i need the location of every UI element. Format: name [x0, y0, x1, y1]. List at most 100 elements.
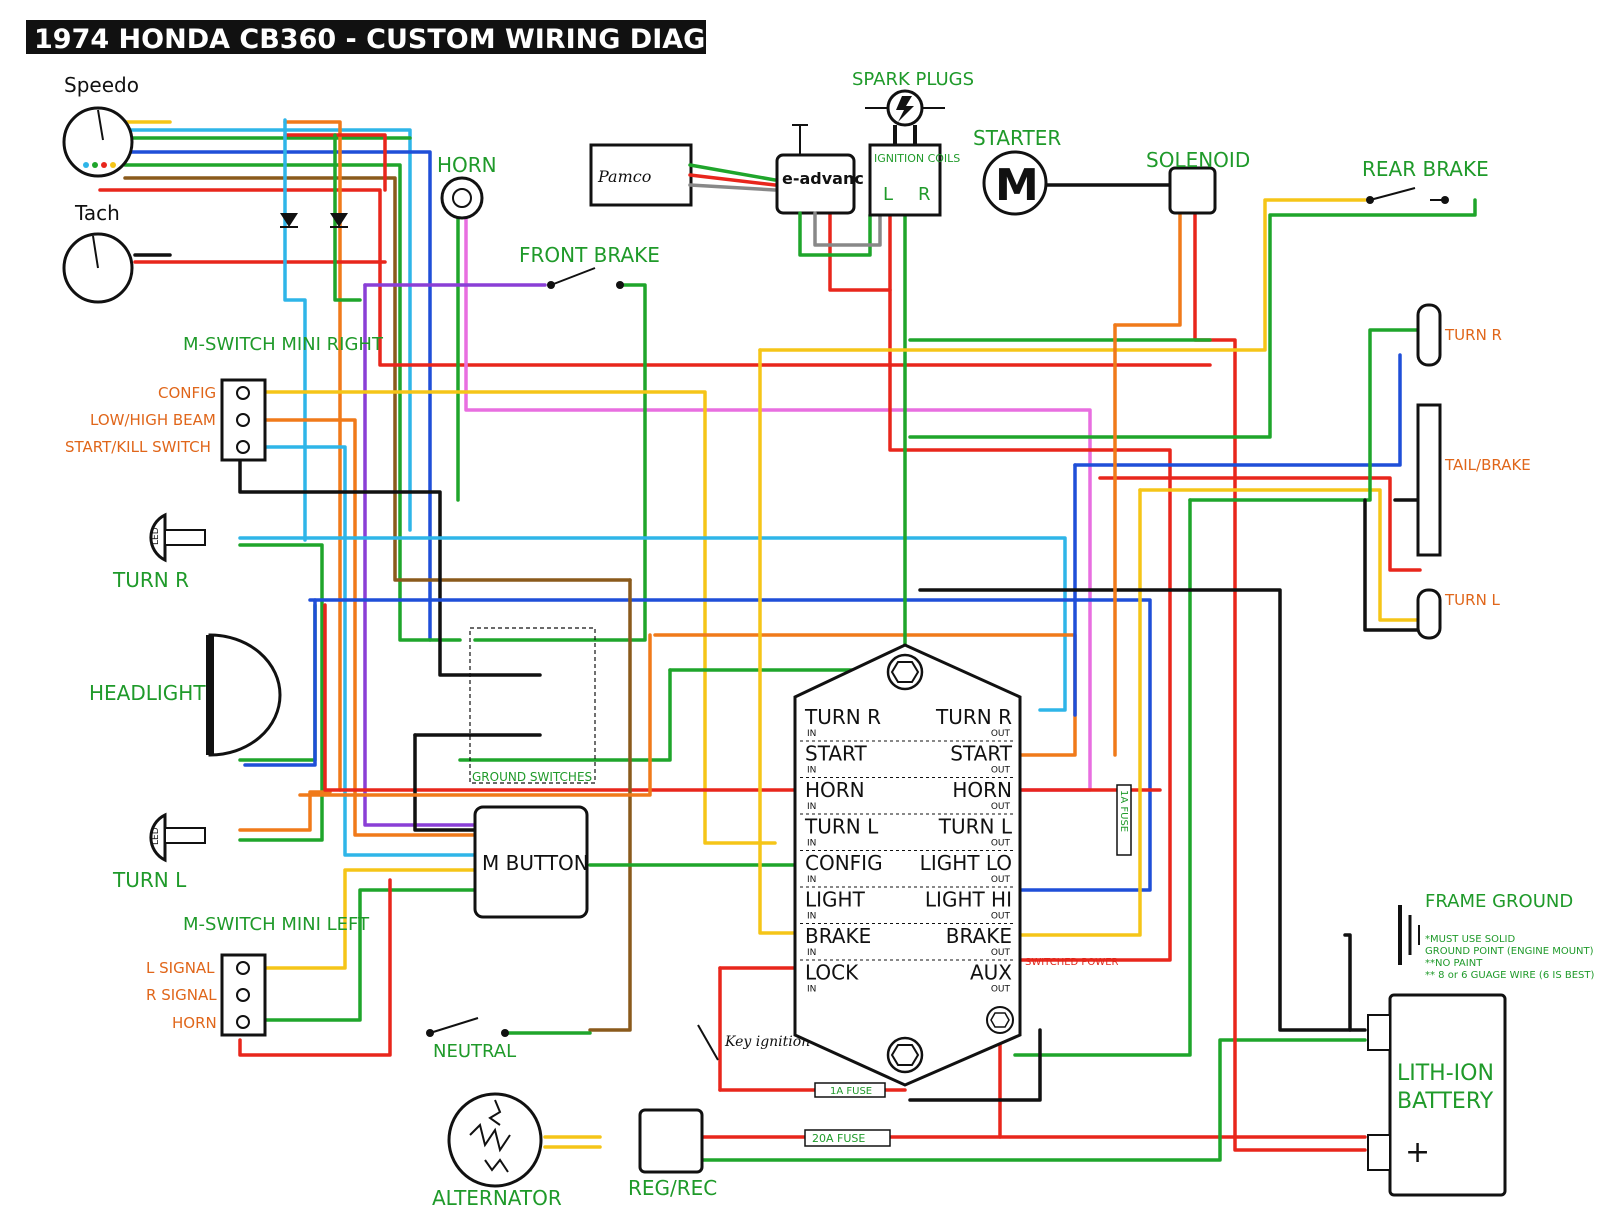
m-unit-in-tag: IN: [807, 948, 816, 958]
m-unit-in-label: LOCK: [805, 961, 859, 985]
m-unit-in-tag: IN: [807, 802, 816, 812]
m-button-label: M BUTTON: [482, 851, 589, 875]
frame-ground-note-1: *MUST USE SOLID: [1425, 934, 1515, 945]
m-unit-out-tag: OUT: [991, 766, 1011, 776]
starter-glyph: M: [995, 160, 1039, 211]
m-unit-in-label: CONFIG: [805, 851, 883, 875]
m-button-box: [473, 805, 589, 919]
horn-label: HORN: [437, 153, 497, 177]
m-switch-right-title: M-SWITCH MINI RIGHT: [183, 334, 384, 355]
m-unit-in-label: START: [805, 742, 867, 766]
m-unit-in-tag: IN: [807, 985, 816, 995]
alternator-icon: [447, 1092, 543, 1188]
e-advance-label: e-advanc: [782, 169, 864, 188]
m-unit: [793, 643, 1022, 1087]
speedo-gauge: [62, 106, 134, 178]
tail-brake-label: TAIL/BRAKE: [1444, 456, 1531, 474]
m-unit-out-label: TURN L: [938, 815, 1013, 839]
m-switch-left-box: [220, 953, 267, 1037]
m-switch-left-row-r-signal: R SIGNAL: [146, 986, 217, 1004]
starter-label: STARTER: [973, 126, 1061, 150]
m-unit-out-label: LIGHT LO: [920, 851, 1012, 875]
led-label: LED: [151, 527, 161, 545]
m-switch-left-row-horn: HORN: [172, 1014, 217, 1032]
m-unit-out-tag: OUT: [991, 948, 1011, 958]
pamco-label: Pamco: [597, 167, 651, 186]
turn-l-front-light: LED: [149, 812, 206, 863]
m-switch-left-row-l-signal: L SIGNAL: [146, 959, 215, 977]
m-switch-right-row-beam: LOW/HIGH BEAM: [90, 411, 216, 429]
m-unit-in-label: TURN L: [804, 815, 879, 839]
switched-power-label: SWITCHED POWER: [1025, 957, 1119, 968]
fuse-1a-horizontal-label: 1A FUSE: [830, 1086, 872, 1097]
spark-plug-icon: [865, 89, 945, 145]
turn-r-rear-light: [1416, 303, 1442, 367]
turn-r-front-label: TURN R: [112, 568, 189, 592]
title-bar: [26, 20, 706, 54]
m-unit-out-label: HORN: [952, 778, 1012, 802]
led-label: LED: [151, 827, 161, 845]
frame-ground-title: FRAME GROUND: [1425, 891, 1573, 912]
tach-label: Tach: [74, 201, 120, 225]
ground-switches-label: GROUND SWITCHES: [472, 770, 592, 784]
diode-icon: [280, 213, 348, 228]
m-unit-in-tag: IN: [807, 766, 816, 776]
spark-plugs-label: SPARK PLUGS: [852, 69, 974, 90]
m-unit-out-tag: OUT: [991, 802, 1011, 812]
tail-brake-light: [1416, 403, 1442, 557]
turn-l-front-label: TURN L: [112, 868, 187, 892]
page-title: 1974 HONDA CB360 - CUSTOM WIRING DIAGRAM: [34, 24, 774, 55]
m-unit-in-label: HORN: [805, 778, 865, 802]
wire-layer: [98, 118, 1477, 1162]
m-unit-in-label: BRAKE: [805, 924, 871, 948]
m-unit-in-label: TURN R: [804, 705, 881, 729]
m-switch-left-title: M-SWITCH MINI LEFT: [183, 914, 370, 935]
turn-l-rear-label: TURN L: [1444, 591, 1501, 609]
m-unit-out-label: TURN R: [935, 705, 1012, 729]
tach-gauge: [62, 232, 134, 304]
rear-brake-label: REAR BRAKE: [1362, 157, 1489, 181]
turn-l-rear-light: [1416, 588, 1442, 640]
m-unit-out-label: AUX: [970, 961, 1012, 985]
m-unit-out-tag: OUT: [991, 912, 1011, 922]
m-switch-right-title-text: M-SWITCH MINI RIGHT: [183, 334, 384, 355]
solenoid-box: [1168, 166, 1217, 215]
m-unit-out-tag: OUT: [991, 875, 1011, 885]
fuse-20a: [804, 1129, 891, 1147]
m-switch-right-row-config: CONFIG: [158, 384, 216, 402]
coil-left-label: L: [883, 184, 893, 205]
solenoid-label: SOLENOID: [1146, 148, 1250, 172]
front-brake-switch: [547, 267, 624, 289]
m-unit-out-tag: OUT: [991, 839, 1011, 849]
m-unit-out-label: START: [950, 742, 1012, 766]
neutral-label: NEUTRAL: [433, 1041, 516, 1062]
m-unit-out-tag: OUT: [991, 729, 1011, 739]
headlight-label: HEADLIGHT: [89, 681, 206, 705]
speedo-label: Speedo: [64, 73, 139, 97]
fuse-1a-vertical: [1116, 784, 1132, 856]
key-ignition-label: Key ignition: [724, 1034, 810, 1050]
fuse-1a-horizontal: [814, 1082, 886, 1098]
front-brake-label: FRONT BRAKE: [519, 243, 660, 267]
battery-plus: +: [1405, 1135, 1430, 1170]
m-switch-right-box: [220, 378, 267, 462]
ignition-coils-label: IGNITION COILS: [874, 152, 960, 165]
starter-motor: M: [982, 150, 1048, 216]
m-unit-out-label: BRAKE: [946, 924, 1012, 948]
battery-box: [1388, 993, 1507, 1197]
headlight-icon: [206, 633, 282, 757]
frame-ground-note-3: **NO PAINT: [1425, 958, 1483, 969]
horn-icon: [440, 176, 484, 220]
m-unit-in-tag: IN: [807, 729, 816, 739]
neutral-switch: [426, 1017, 509, 1037]
m-switch-right-row-start: START/KILL SWITCH: [65, 438, 211, 456]
coil-right-label: R: [918, 184, 931, 205]
m-unit-in-tag: IN: [807, 839, 816, 849]
m-unit-in-tag: IN: [807, 875, 816, 885]
m-unit-out-label: LIGHT HI: [925, 888, 1012, 912]
frame-ground-note-2: GROUND POINT (ENGINE MOUNT): [1425, 946, 1594, 957]
m-unit-in-tag: IN: [807, 912, 816, 922]
